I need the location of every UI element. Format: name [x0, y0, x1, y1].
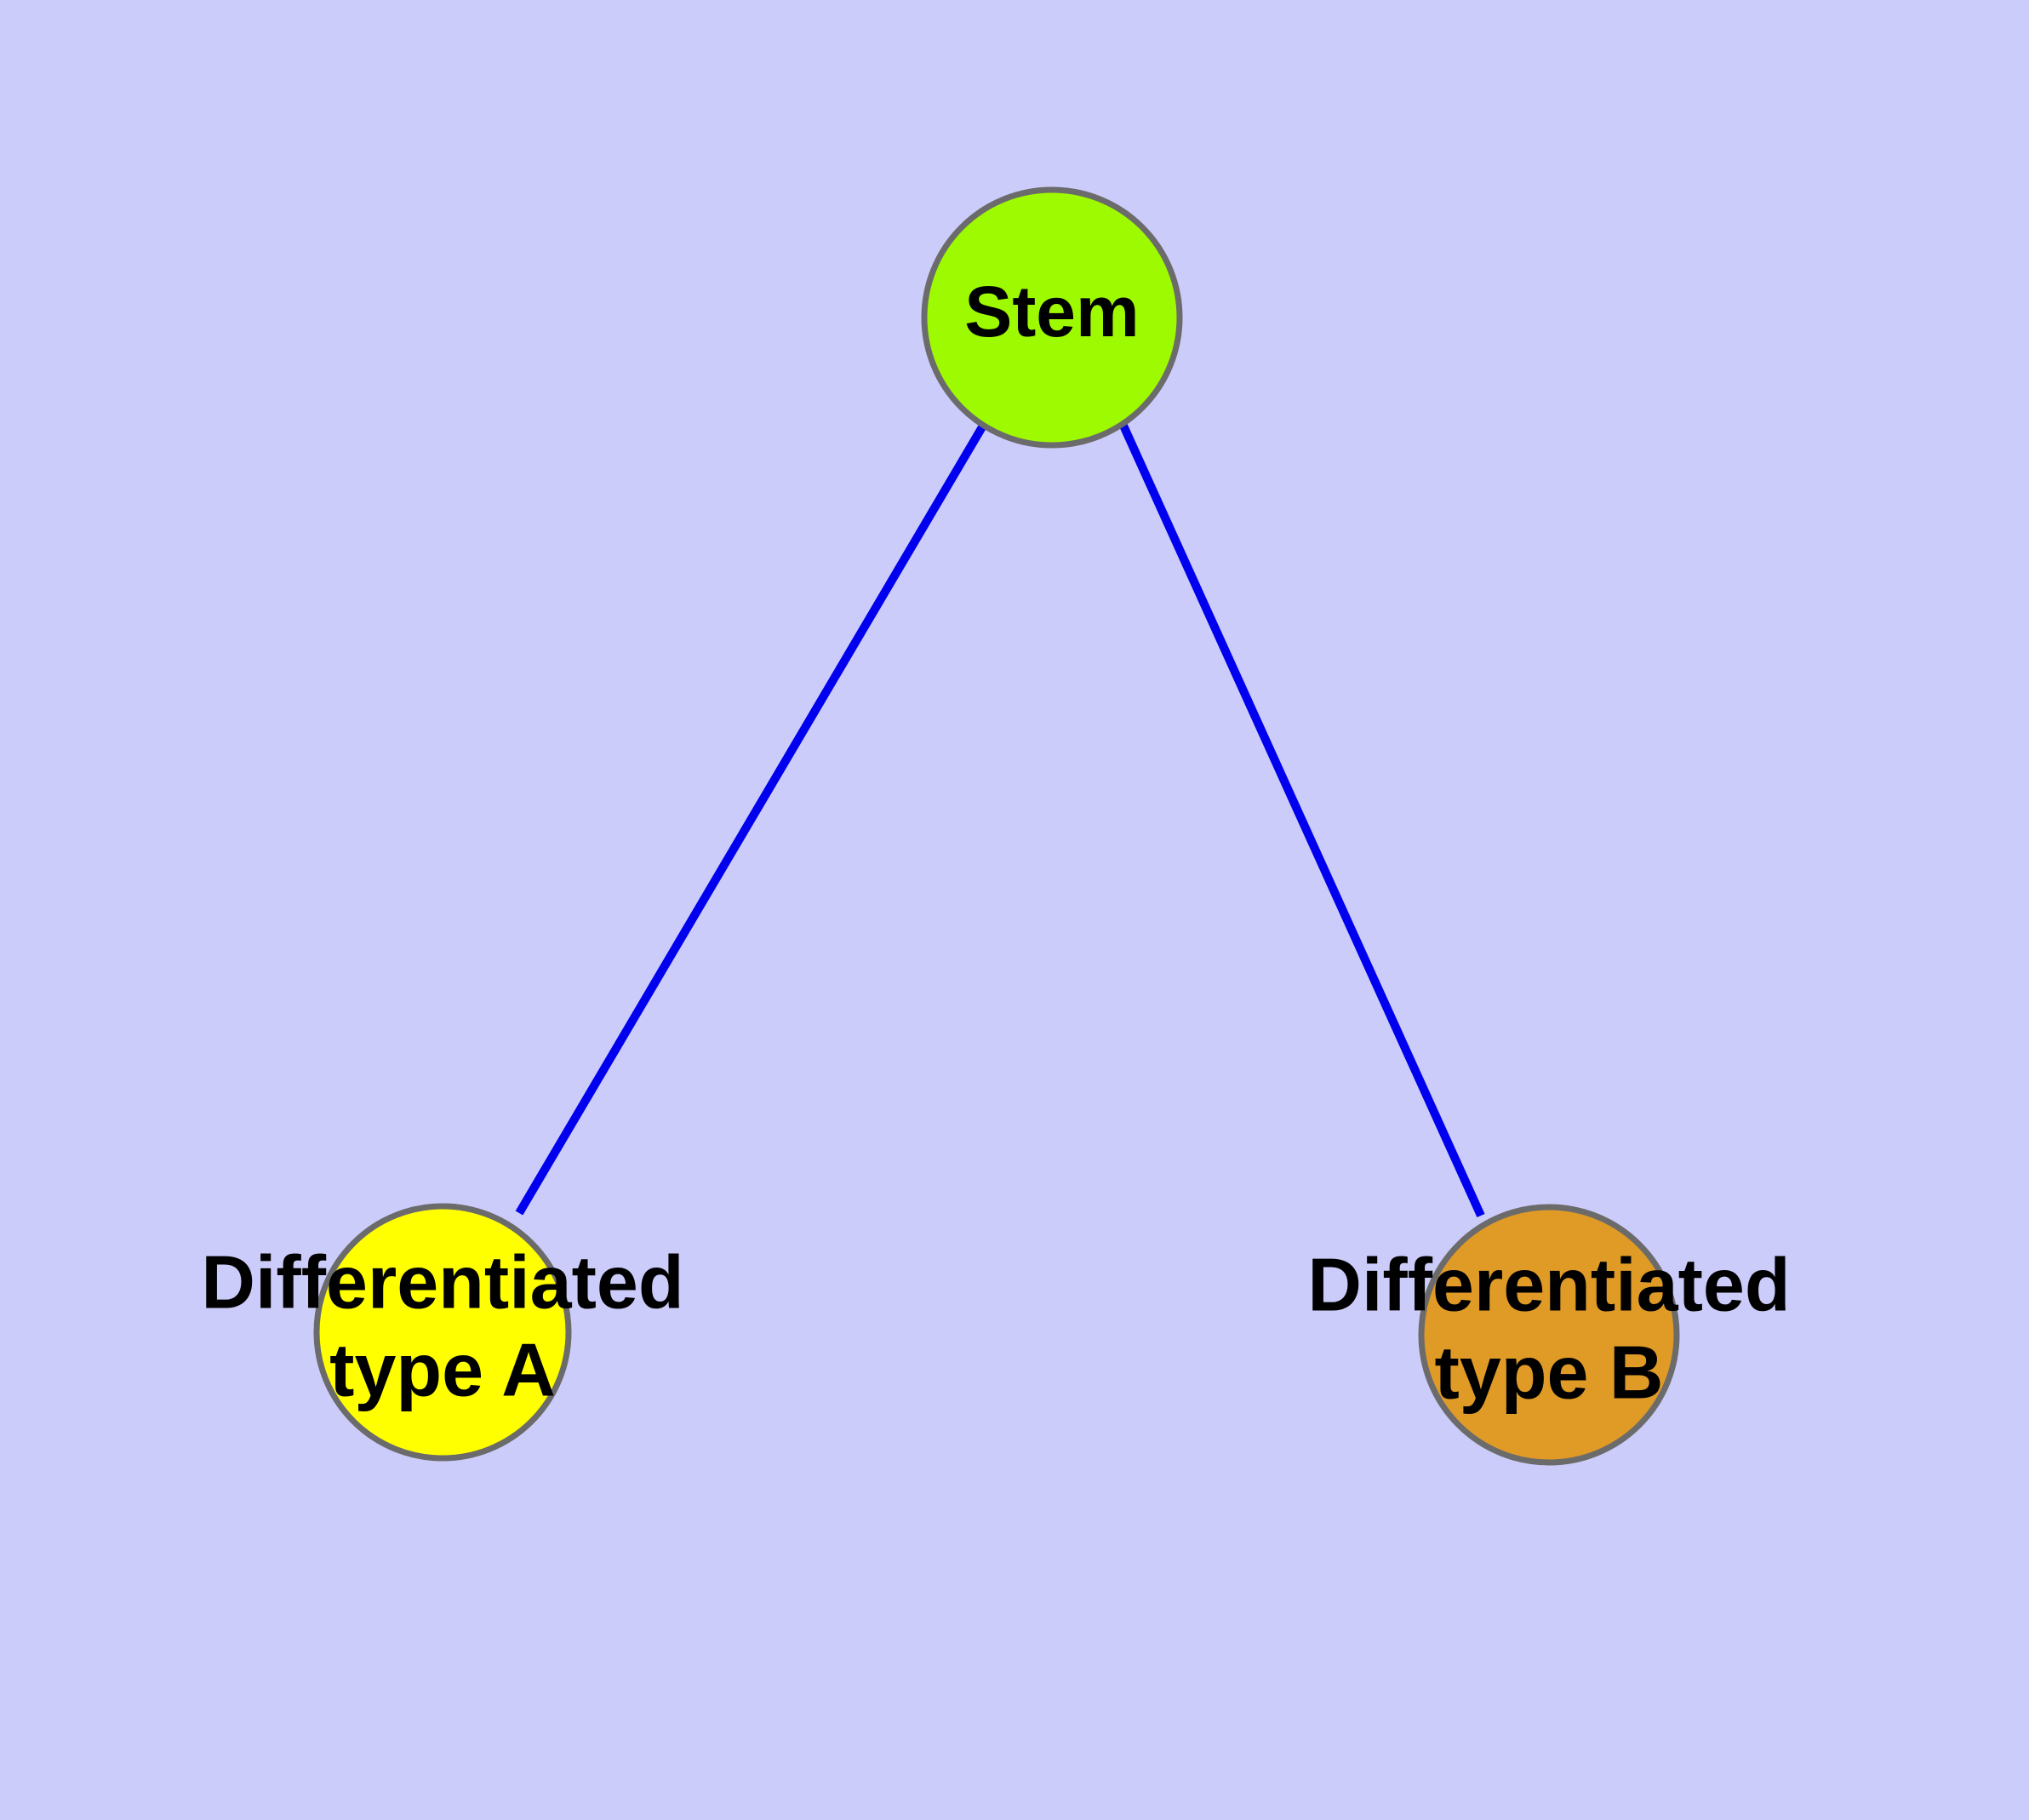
node-layer — [313, 186, 1680, 1466]
node-stem-circle[interactable] — [921, 186, 1183, 449]
label-line: type A — [329, 1328, 556, 1412]
edge-layer — [515, 423, 1485, 1218]
label-line: type B — [1435, 1331, 1664, 1415]
label-line: Differentiated — [201, 1240, 683, 1325]
edge-stem-to-differentiated-type-a[interactable] — [515, 423, 987, 1216]
node-differentiated-type-a-circle[interactable] — [313, 1203, 572, 1462]
label-line: Stem — [964, 272, 1139, 352]
label-line: Differentiated — [1307, 1243, 1790, 1327]
edge-stem-to-differentiated-type-b[interactable] — [1119, 423, 1485, 1218]
node-stem[interactable] — [921, 186, 1183, 449]
node-differentiated-type-b[interactable] — [1418, 1204, 1680, 1466]
node-differentiated-type-a[interactable] — [313, 1203, 572, 1462]
node-stem-label: Stem — [964, 272, 1139, 352]
node-differentiated-type-b-circle[interactable] — [1418, 1204, 1680, 1466]
